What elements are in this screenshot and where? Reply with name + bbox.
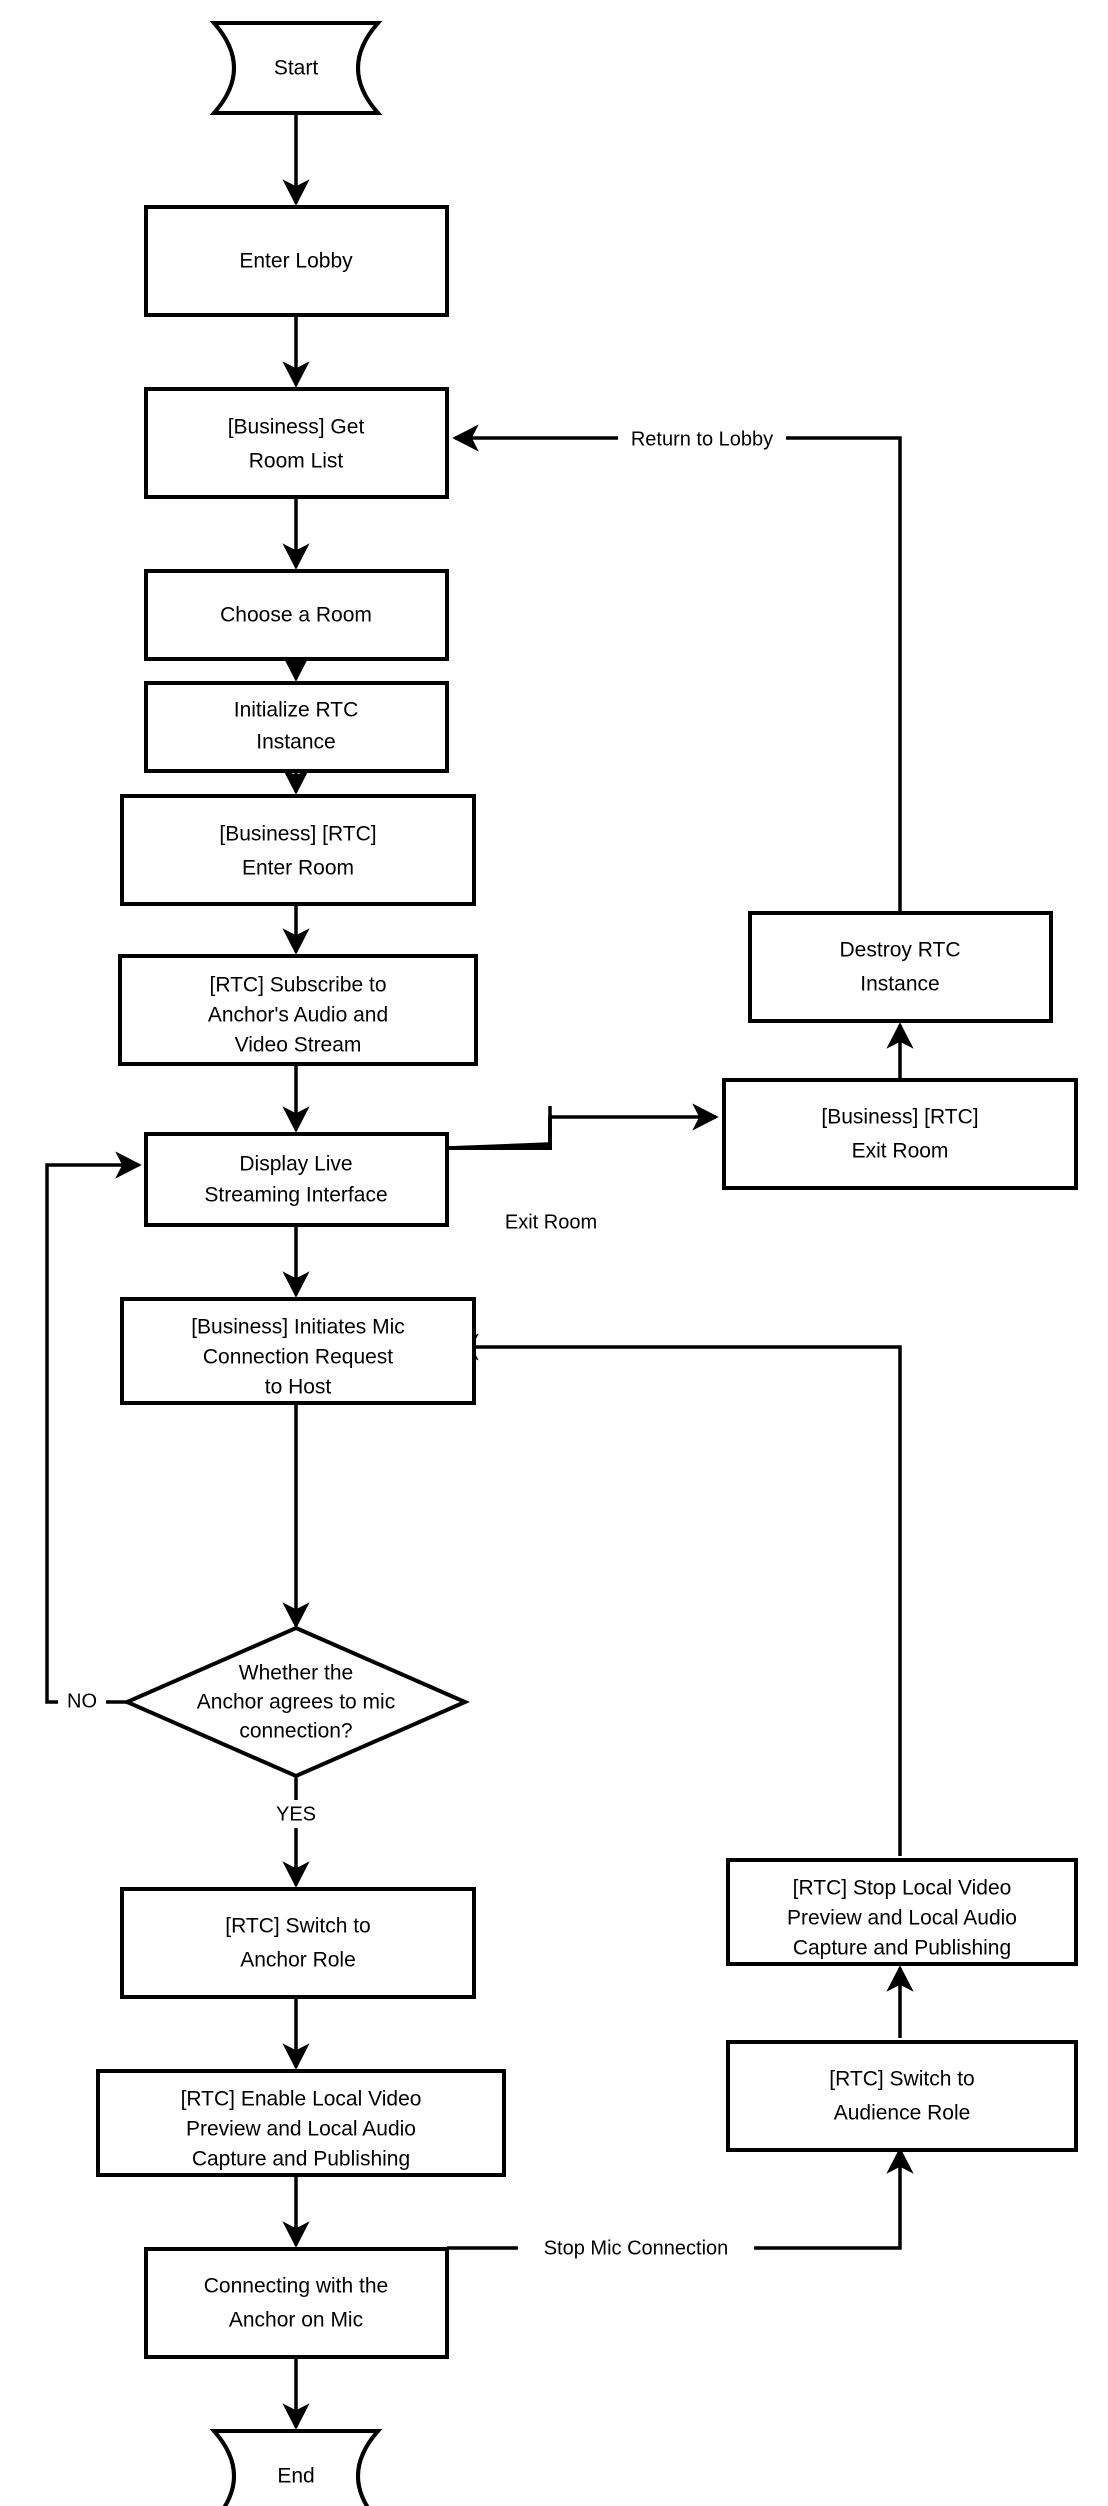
display-live-label-line1: Display Live (239, 1153, 352, 1176)
decision-shape (122, 1625, 470, 1779)
switch-anchor-shape (120, 1887, 476, 1999)
edge-label-exit-room: Exit Room (505, 1211, 597, 1233)
enable-local-label-line1: [RTC] Enable Local Video (181, 2088, 422, 2111)
enable-local-shape (96, 2069, 506, 2177)
node-init-rtc[interactable]: Initialize RTC Instance (144, 681, 449, 773)
subscribe-label-line3: Video Stream (235, 1034, 362, 1057)
subscribe-label-line2: Anchor's Audio and (208, 1004, 388, 1027)
return-to-lobby-label-bg (618, 424, 786, 452)
exit-room-label-line2: Exit Room (852, 1140, 949, 1163)
node-display-live[interactable]: Display Live Streaming Interface (144, 1132, 449, 1227)
edge-label-no: NO (67, 1690, 97, 1712)
node-choose-room[interactable]: Choose a Room (144, 569, 449, 661)
enter-room-shape (120, 794, 476, 906)
edge-label-return-to-lobby: Return to Lobby (631, 428, 773, 450)
initiate-mic-shape (120, 1297, 476, 1405)
decision-label-line2: Anchor agrees to mic (197, 1691, 395, 1714)
stop-mic-connection-label-bg (518, 2234, 754, 2262)
subscribe-shape (118, 954, 478, 1066)
init-rtc-label-line2: Instance (256, 731, 335, 754)
enable-local-label-line2: Preview and Local Audio (186, 2118, 416, 2141)
choose-room-label: Choose a Room (220, 604, 372, 627)
enter-room-label-line1: [Business] [RTC] (219, 823, 376, 846)
edge-destroy-rtc-to-get-room-list (452, 424, 902, 913)
edge-label-yes: YES (276, 1803, 316, 1825)
node-subscribe[interactable]: [RTC] Subscribe to Anchor's Audio and Vi… (118, 954, 478, 1066)
node-stop-local[interactable]: [RTC] Stop Local Video Preview and Local… (726, 1858, 1078, 1966)
switch-audience-label-line1: [RTC] Switch to (829, 2068, 974, 2091)
initiate-mic-label-line2: Connection Request (203, 1346, 393, 1369)
exit-room-shape (722, 1078, 1078, 1190)
stop-local-label-line1: [RTC] Stop Local Video (793, 1877, 1012, 1900)
init-rtc-label-line1: Initialize RTC (234, 699, 358, 722)
initiate-mic-label-line3: to Host (265, 1376, 332, 1399)
exit-room-label-bg (497, 1208, 605, 1236)
edge-display-live-to-exit-room-final (447, 1103, 719, 1150)
stop-local-shape (726, 1858, 1078, 1966)
destroy-rtc-label-line1: Destroy RTC (840, 939, 961, 962)
node-enter-lobby[interactable]: Enter Lobby (144, 205, 449, 317)
node-exit-room[interactable]: [Business] [RTC] Exit Room (722, 1078, 1078, 1190)
yes-label-bg (264, 1800, 328, 1828)
destroy-rtc-shape (748, 911, 1053, 1023)
edges-layer (45, 113, 914, 2430)
subscribe-label-line1: [RTC] Subscribe to (209, 974, 386, 997)
node-get-room-list[interactable]: [Business] Get Room List (144, 387, 449, 499)
edge-connecting-to-switch-audience (447, 2147, 914, 2250)
display-live-shape (144, 1132, 449, 1227)
node-switch-audience[interactable]: [RTC] Switch to Audience Role (726, 2040, 1078, 2152)
choose-room-shape (144, 569, 449, 661)
start-shape (209, 21, 383, 115)
switch-audience-shape (726, 2040, 1078, 2152)
switch-audience-label-line2: Audience Role (834, 2102, 971, 2125)
connecting-shape (144, 2247, 449, 2359)
display-live-label-line2: Streaming Interface (204, 1184, 387, 1207)
initiate-mic-label-line1: [Business] Initiates Mic (191, 1316, 405, 1339)
edge-label-stop-mic-connection: Stop Mic Connection (544, 2237, 729, 2259)
enter-lobby-shape (144, 205, 449, 317)
decision-label-line3: connection? (239, 1720, 352, 1743)
get-room-list-shape (144, 387, 449, 499)
edge-exit-room-vertical-and-arrow (447, 1106, 552, 1150)
switch-anchor-label-line1: [RTC] Switch to (225, 1915, 370, 1938)
init-rtc-shape (144, 681, 449, 773)
edge-decision-no-to-display-live (45, 1151, 142, 1704)
node-switch-anchor[interactable]: [RTC] Switch to Anchor Role (120, 1887, 476, 1999)
node-destroy-rtc[interactable]: Destroy RTC Instance (748, 911, 1053, 1023)
start-label: Start (274, 57, 319, 80)
edge-stop-local-to-display-live (452, 1333, 902, 1856)
get-room-list-label-line1: [Business] Get (228, 416, 365, 439)
stop-local-label-line2: Preview and Local Audio (787, 1907, 1017, 1930)
decision-label-line1: Whether the (239, 1662, 353, 1685)
get-room-list-label-line2: Room List (249, 450, 344, 473)
enter-lobby-label: Enter Lobby (239, 250, 353, 273)
connecting-label-line2: Anchor on Mic (229, 2309, 363, 2332)
node-end[interactable]: End (209, 2429, 383, 2506)
destroy-rtc-label-line2: Instance (860, 973, 939, 996)
enable-local-label-line3: Capture and Publishing (192, 2148, 410, 2171)
node-enter-room[interactable]: [Business] [RTC] Enter Room (120, 794, 476, 906)
switch-anchor-label-line2: Anchor Role (240, 1949, 356, 1972)
node-enable-local[interactable]: [RTC] Enable Local Video Preview and Loc… (96, 2069, 506, 2177)
end-label: End (277, 2465, 314, 2488)
node-decision[interactable]: Whether the Anchor agrees to mic connect… (122, 1625, 470, 1779)
node-start[interactable]: Start (209, 21, 383, 115)
connecting-label-line1: Connecting with the (204, 2275, 388, 2298)
end-shape (209, 2429, 383, 2506)
stop-local-label-line3: Capture and Publishing (793, 1937, 1011, 1960)
node-initiate-mic[interactable]: [Business] Initiates Mic Connection Requ… (120, 1297, 476, 1405)
node-connecting[interactable]: Connecting with the Anchor on Mic (144, 2247, 449, 2359)
enter-room-label-line2: Enter Room (242, 857, 354, 880)
edge-labels-layer: Return to Lobby Exit Room NO YES Stop Mi… (58, 424, 786, 2262)
exit-room-label-line1: [Business] [RTC] (821, 1106, 978, 1129)
no-label-bg (58, 1688, 106, 1714)
